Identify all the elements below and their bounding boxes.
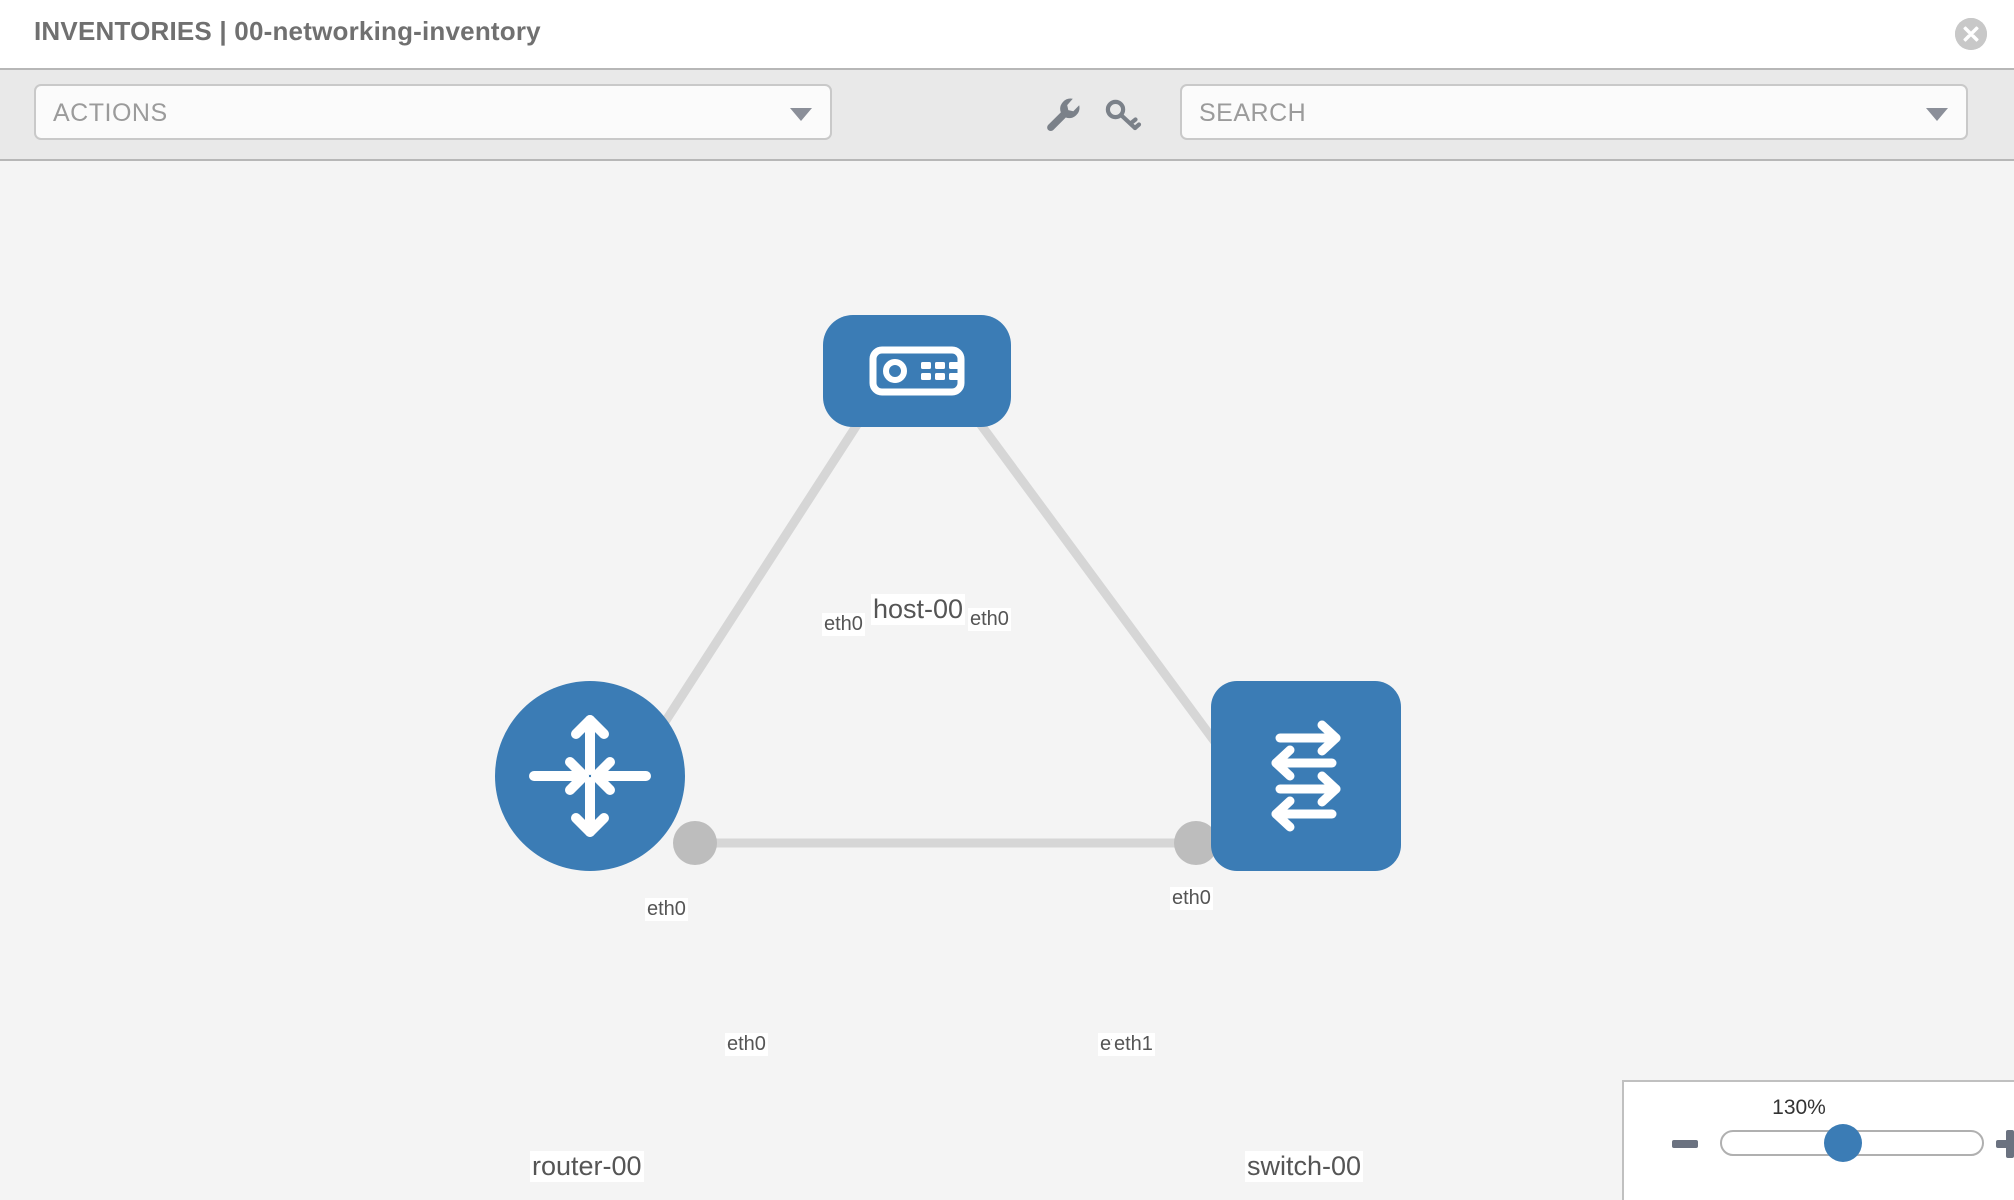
topology-graph (495, 315, 1401, 871)
connector-router-right (673, 821, 717, 865)
actions-dropdown-label: ACTIONS (53, 99, 168, 127)
node-router-00 (495, 681, 685, 871)
search-input[interactable]: SEARCH (1180, 84, 1968, 140)
zoom-out-button[interactable] (1672, 1140, 1698, 1148)
connector-switch-left (1174, 821, 1218, 865)
close-icon[interactable] (1955, 18, 1987, 50)
node-label-host-00: host-00 (871, 594, 966, 626)
edge-label-switch-left-eth1: eth1 (1112, 1033, 1155, 1056)
node-label-router-00: router-00 (530, 1151, 644, 1183)
edge-host-switch (945, 378, 1237, 770)
toolbar: ACTIONS SEARCH (0, 68, 2014, 161)
zoom-level-label: 130% (1772, 1096, 1826, 1119)
zoom-slider-thumb[interactable] (1824, 1124, 1862, 1162)
key-icon[interactable] (1100, 92, 1144, 136)
page-title: INVENTORIES | 00-networking-inventory (34, 16, 541, 46)
topology-edges (627, 378, 1237, 848)
chevron-down-icon (790, 108, 812, 121)
page-header: INVENTORIES | 00-networking-inventory (0, 0, 2014, 68)
zoom-in-button[interactable] (1996, 1130, 2014, 1158)
actions-dropdown[interactable]: ACTIONS (34, 84, 832, 140)
edge-label-router-up-eth0: eth0 (645, 898, 688, 921)
wrench-icon[interactable] (1040, 92, 1084, 136)
topology-canvas[interactable]: host-00 router-00 switch-00 eth0 eth0 et… (0, 161, 2014, 1200)
edge-label-host-right-eth0: eth0 (968, 608, 1011, 631)
node-label-switch-00: switch-00 (1245, 1151, 1364, 1183)
edge-label-host-left-eth0: eth0 (822, 613, 865, 636)
edge-host-router (627, 378, 889, 778)
chevron-down-icon (1926, 108, 1948, 121)
edge-label-router-right-eth0: eth0 (725, 1033, 768, 1056)
node-switch-00 (1211, 681, 1401, 871)
node-host-00 (823, 315, 1011, 427)
zoom-control-panel: 130% (1622, 1080, 2014, 1200)
search-placeholder: SEARCH (1199, 99, 1307, 127)
edge-label-switch-up-eth0: eth0 (1170, 887, 1213, 910)
